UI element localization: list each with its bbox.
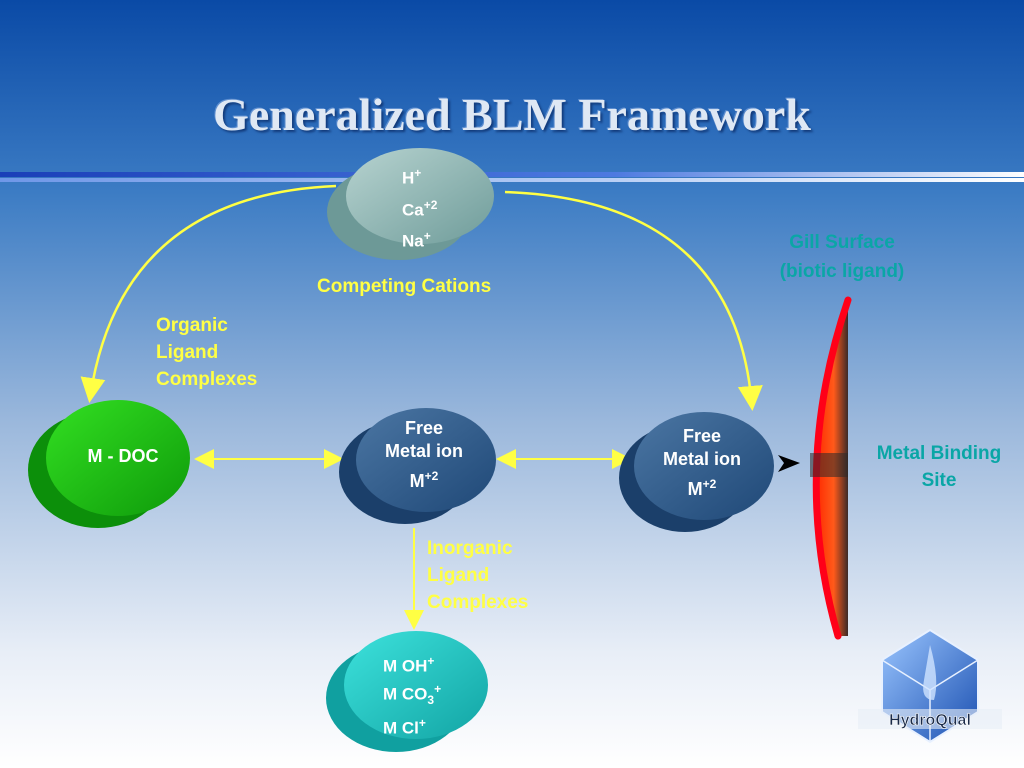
free-metal-label-center: Free Metal ion M+2	[384, 418, 463, 491]
arc-arrow-left	[80, 184, 337, 403]
logo-text: HydroQual	[889, 712, 971, 729]
inorganic-disc	[326, 631, 488, 752]
arc-arrow-right	[504, 190, 763, 411]
title-rule-light	[0, 178, 1024, 182]
binding-arrowhead	[778, 455, 800, 472]
free-metal-label-right: Free Metal ion M+2	[662, 426, 741, 499]
gill-surface-label: Gill Surface (biotic ligand)	[779, 232, 905, 282]
inorganic-ligand-label: Inorganic Ligand Complexes	[427, 538, 529, 613]
page-title: Generalized BLM Framework	[213, 89, 811, 140]
cation-na: Na+	[402, 229, 431, 251]
inorganic-species-list: M OH+ M CO3+ M Cl+	[383, 654, 442, 738]
title-rule	[0, 172, 1024, 177]
cation-list: H+ Ca+2 Na+	[402, 160, 437, 255]
cation-h: H+	[402, 166, 422, 188]
metal-binding-site-marker	[810, 453, 848, 477]
doc-disc	[28, 400, 190, 528]
competing-cations-label: Competing Cations	[317, 276, 492, 297]
hydroqual-logo: HydroQual	[858, 628, 1002, 744]
organic-ligand-label: Organic Ligand Complexes	[156, 315, 258, 390]
gill-surface	[810, 296, 852, 640]
metal-binding-site-label: Metal Binding Site	[876, 443, 1002, 491]
free-metal-disc-center	[339, 408, 496, 524]
doc-label: M - DOC	[87, 446, 159, 466]
cation-disc	[327, 148, 494, 260]
free-metal-disc-right	[619, 412, 774, 532]
cation-ca: Ca+2	[402, 197, 438, 220]
